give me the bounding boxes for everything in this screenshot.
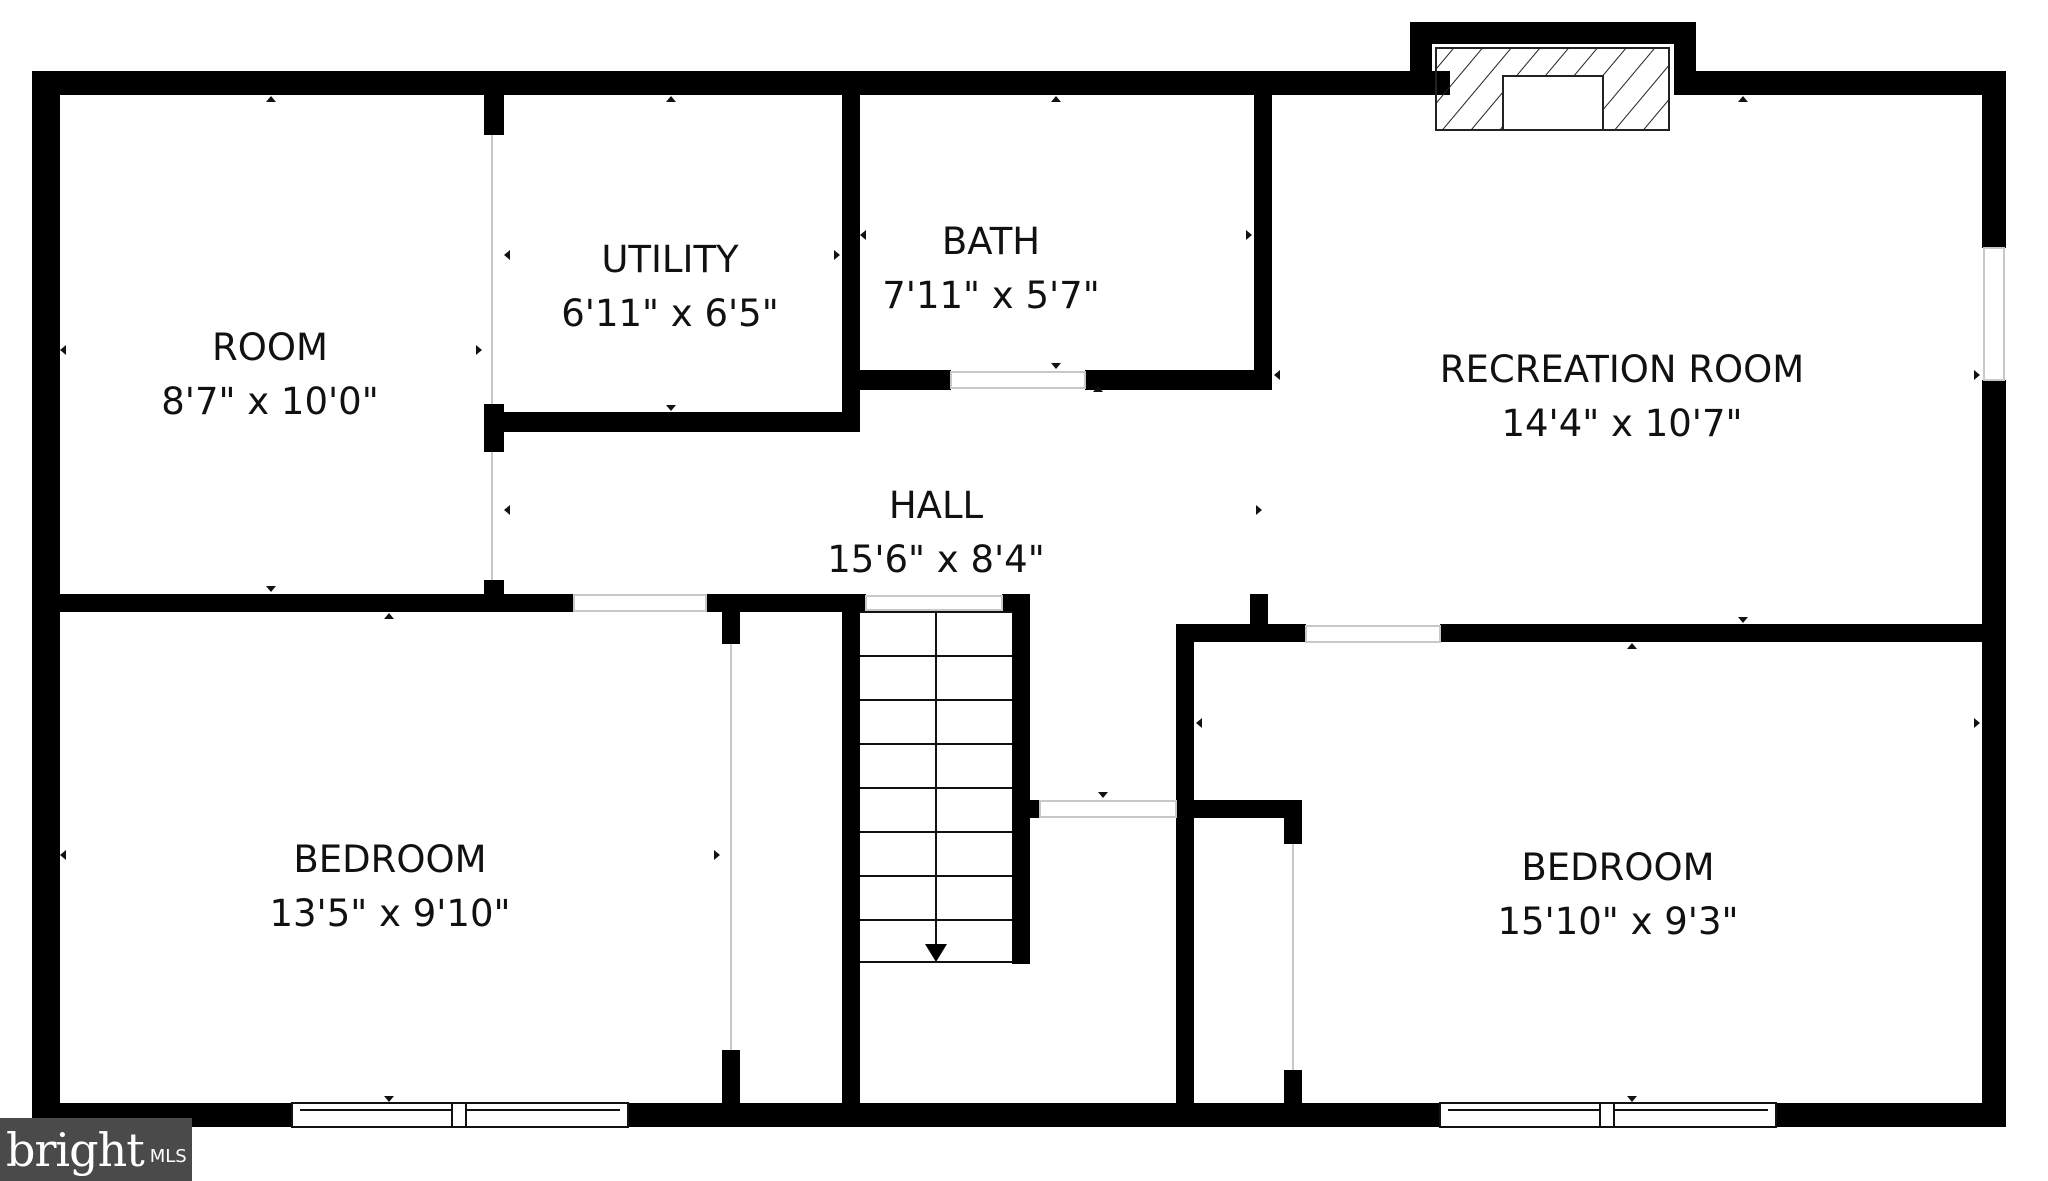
- room-dims-room: 8'7" x 10'0": [161, 380, 379, 423]
- logo-suffix: MLS: [149, 1146, 187, 1167]
- room-name-bedroom-left: BEDROOM: [293, 838, 486, 881]
- room-dims-recreation: 14'4" x 10'7": [1501, 402, 1742, 445]
- room-dims-utility: 6'11" x 6'5": [561, 292, 779, 335]
- bright-mls-logo: bright MLS: [0, 1118, 192, 1181]
- fireplace: [1410, 22, 1696, 131]
- room-name-bath: BATH: [942, 220, 1040, 263]
- room-dims-hall: 15'6" x 8'4": [827, 538, 1045, 581]
- exterior-walls: [32, 71, 2006, 1127]
- room-name-hall: HALL: [889, 484, 984, 527]
- room-labels: ROOM 8'7" x 10'0" UTILITY 6'11" x 6'5" B…: [161, 220, 1804, 943]
- dimension-markers: [60, 96, 1980, 1102]
- stair-arrow-icon: [925, 944, 947, 962]
- room-dims-bedroom-right: 15'10" x 9'3": [1497, 900, 1738, 943]
- logo-word: bright: [6, 1122, 145, 1177]
- room-name-utility: UTILITY: [601, 238, 739, 281]
- room-name-bedroom-right: BEDROOM: [1521, 846, 1714, 889]
- staircase: [860, 594, 1030, 964]
- interior-walls: [60, 95, 2006, 1110]
- openings: [491, 135, 2005, 1070]
- room-dims-bedroom-left: 13'5" x 9'10": [269, 892, 510, 935]
- windows: [291, 1102, 1777, 1128]
- room-name-recreation: RECREATION ROOM: [1440, 348, 1804, 391]
- room-name-room: ROOM: [212, 326, 328, 369]
- room-dims-bath: 7'11" x 5'7": [882, 274, 1100, 317]
